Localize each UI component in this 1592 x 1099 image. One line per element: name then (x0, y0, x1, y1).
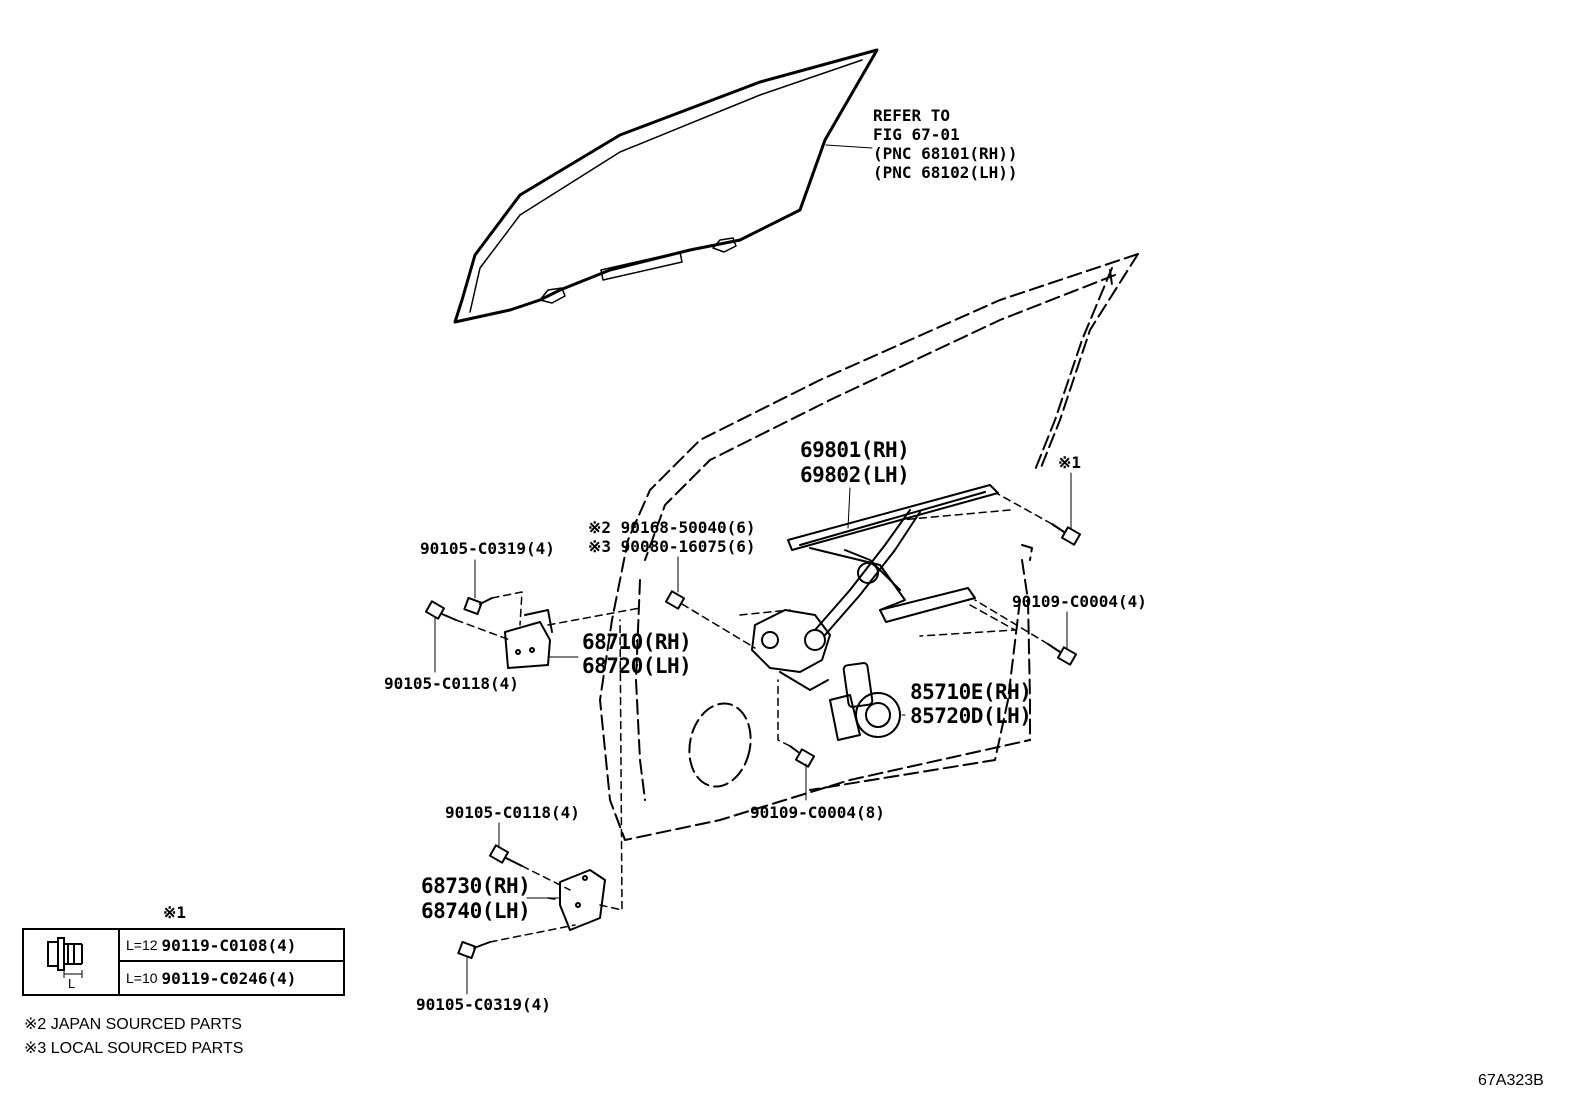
bolt-regulator-top-right (1051, 523, 1082, 546)
regulator-part-rh: 69801(RH) (800, 438, 910, 462)
bolt-lower-hinge-top (488, 844, 523, 867)
legend-row: L=10 90119-C0246(4) (120, 962, 345, 994)
motor-bolt-part: 90109-C0004(8) (750, 803, 885, 822)
bolt-lower-hinge-bottom (457, 940, 491, 960)
nut-japan-part: ※2 90168-50040(6) (588, 518, 756, 537)
upper-hinge-bolt-bottom: 90105-C0118(4) (384, 674, 519, 693)
window-motor (829, 662, 901, 741)
refer-note-line2: FIG 67-01 (873, 125, 960, 144)
bolt-note1-mark: ※1 (1058, 453, 1082, 472)
upper-hinge-part-rh: 68710(RH) (582, 630, 692, 654)
bolt-upper-hinge-bottom (424, 600, 457, 621)
legend-length: L=10 (126, 970, 158, 986)
bolt-icon-length-label: L (68, 976, 76, 991)
regulator-part-lh: 69802(LH) (800, 463, 910, 487)
legend-mark: ※1 (163, 903, 187, 922)
legend-length: L=12 (126, 937, 158, 953)
bolts (424, 523, 1082, 960)
door-glass (453, 48, 879, 324)
refer-note-line4: (PNC 68102(LH)) (873, 163, 1018, 182)
lower-hinge-bolt-bottom: 90105-C0319(4) (416, 995, 551, 1014)
bolt-right-part: 90109-C0004(4) (1012, 592, 1147, 611)
bolt-upper-hinge-top (463, 596, 493, 616)
bolt-length-table: L L=12 90119-C0108(4) L=10 90119-C0246(4… (22, 928, 345, 996)
footnote-local: ※3 LOCAL SOURCED PARTS (24, 1040, 244, 1057)
figure-code: 67A323B (1478, 1072, 1544, 1089)
bolt-regulator-right (1047, 643, 1078, 666)
footnote-japan: ※2 JAPAN SOURCED PARTS (24, 1016, 242, 1033)
legend-part: 90119-C0108(4) (161, 935, 297, 955)
lower-hinge-part-lh: 68740(LH) (421, 899, 531, 923)
door-panel-outline (599, 253, 1139, 841)
refer-note-line3: (PNC 68101(RH)) (873, 144, 1018, 163)
lower-hinge-part-rh: 68730(RH) (421, 874, 531, 898)
refer-leader-line (825, 144, 873, 149)
refer-note-line1: REFER TO (873, 106, 951, 125)
bolt-icon (47, 937, 83, 978)
leader-lines (434, 472, 1072, 995)
upper-hinge-part-lh: 68720(LH) (582, 654, 692, 678)
legend-part: 90119-C0246(4) (161, 968, 297, 988)
window-regulator (751, 484, 999, 691)
nut-local-part: ※3 90080-16075(6) (588, 537, 756, 556)
bolt-motor (789, 745, 816, 768)
assembly-lines (455, 493, 1053, 943)
legend-row: L=12 90119-C0108(4) (120, 930, 345, 962)
upper-door-hinge (504, 609, 553, 669)
lower-hinge-bolt-top: 90105-C0118(4) (445, 803, 580, 822)
bolt-nut-regulator (664, 590, 686, 610)
upper-hinge-bolt-top: 90105-C0319(4) (420, 539, 555, 558)
bolt-icon-cell: L (24, 930, 120, 994)
motor-part-rh: 85710E(RH) (910, 680, 1032, 704)
motor-part-lh: 85720D(LH) (910, 704, 1032, 728)
lower-door-hinge (559, 869, 606, 931)
